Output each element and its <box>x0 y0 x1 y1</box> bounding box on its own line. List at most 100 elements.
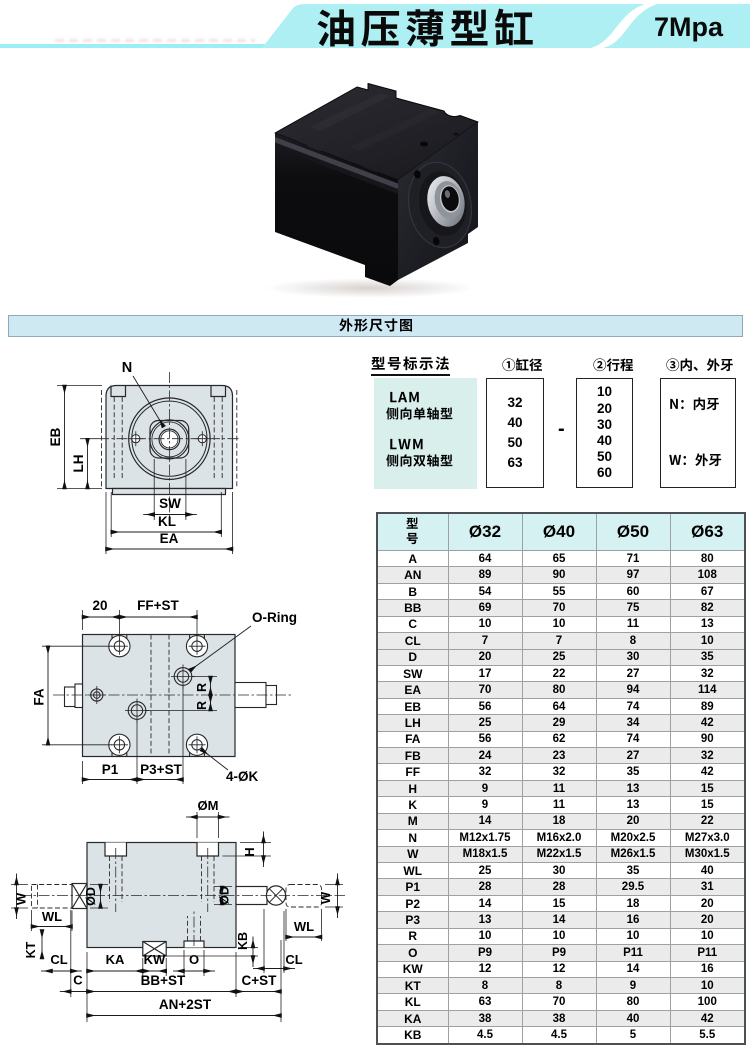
side-label-od2: ØD <box>218 886 232 905</box>
bore-option: 50 <box>507 435 523 450</box>
cjk-glyph <box>400 407 412 420</box>
cjk-glyph <box>361 11 400 47</box>
cjk-glyph <box>384 317 397 332</box>
faint-watermark-row <box>55 39 255 42</box>
dimension-value: 7 <box>521 632 597 650</box>
dimension-value: 10 <box>669 927 746 946</box>
section-bar-label <box>338 317 413 335</box>
front-n-leader <box>132 375 166 429</box>
cjk-glyph <box>435 356 449 371</box>
photo-screw-top <box>414 170 421 179</box>
dimension-value: 27 <box>595 747 671 765</box>
cjk-glyph <box>695 453 709 467</box>
dimension-value: 80 <box>595 993 671 1011</box>
dimension-value: 14 <box>447 812 523 831</box>
side-label-o: O <box>189 952 199 967</box>
dimension-value: 9 <box>595 976 671 995</box>
dimension-label: EA <box>376 681 449 699</box>
dimension-value: 10 <box>447 927 523 946</box>
dimension-label: A <box>376 549 449 568</box>
cjk-glyph <box>398 391 408 403</box>
dimension-value: 10 <box>521 927 597 946</box>
cjk-glyph <box>368 318 383 332</box>
cjk-glyph <box>399 318 412 332</box>
dimension-value: 14 <box>521 911 597 929</box>
side-left-rod-phantom <box>31 884 73 909</box>
dimension-label: LH <box>376 714 449 732</box>
cjk-glyph <box>338 317 353 332</box>
side-label-wl1: WL <box>42 909 62 924</box>
dimension-value: 10 <box>595 927 671 946</box>
dimension-value: 11 <box>521 779 597 798</box>
side-label-cst: C+ST <box>242 973 278 988</box>
cjk-glyph <box>606 358 620 372</box>
dimension-value: 20 <box>595 812 671 831</box>
dimension-label: P2 <box>376 894 449 913</box>
dimension-value: 10 <box>669 976 746 995</box>
top-label-4k: 4-ØK <box>226 769 259 784</box>
cjk-glyph <box>680 358 692 372</box>
dimension-value: 100 <box>669 993 746 1011</box>
dimension-value: 35 <box>595 862 671 880</box>
stroke-option: 20 <box>596 400 613 416</box>
side-label-an: AN+2ST <box>159 997 212 1012</box>
top-label-fa: FA <box>32 688 47 706</box>
cjk-glyph <box>683 456 687 466</box>
photo-top-streak <box>350 109 440 151</box>
cjk-glyph <box>413 455 426 467</box>
dimension-value: 11 <box>521 796 597 814</box>
top-label-r2: R <box>195 701 209 710</box>
header-thin-strip <box>0 44 268 48</box>
dimension-value: 97 <box>595 566 671 584</box>
dimension-value: 4.5 <box>521 1026 597 1045</box>
cjk-glyph <box>386 407 399 420</box>
spec-col-thread <box>666 358 734 374</box>
dimension-value: 22 <box>521 664 597 683</box>
stroke-option: 30 <box>596 416 613 432</box>
dimension-value: 32 <box>669 747 746 765</box>
dimension-value: 9 <box>447 796 523 814</box>
dimension-value: 82 <box>669 599 746 617</box>
cjk-glyph <box>440 454 453 467</box>
front-label-sw: SW <box>159 496 181 511</box>
dimension-value: 25 <box>447 714 523 732</box>
dimension-label: M <box>376 812 449 831</box>
spec-series-0-code <box>389 390 421 407</box>
cjk-glyph <box>406 517 419 529</box>
dimension-value: 56 <box>447 730 523 749</box>
cjk-glyph <box>593 358 607 372</box>
cjk-glyph <box>390 391 397 403</box>
side-key-cross <box>142 940 167 957</box>
dimension-label: D <box>376 648 449 666</box>
spec-title <box>371 356 450 376</box>
dimension-value: 63 <box>447 993 523 1011</box>
column-header-d50: Ø50 <box>595 512 671 551</box>
spec-series-1-code <box>389 437 424 454</box>
dimension-value: M26x1.5 <box>595 845 671 864</box>
dimension-label: KW <box>376 960 449 978</box>
side-label-w2: W <box>318 891 333 904</box>
dimension-value: 75 <box>595 599 671 617</box>
dimension-value: 32 <box>669 664 746 683</box>
model-header-char-bottom <box>378 532 447 547</box>
cjk-glyph <box>390 438 397 450</box>
dimension-value: 15 <box>521 894 597 913</box>
dimension-label: BB <box>376 599 449 617</box>
dimension-value: 13 <box>447 911 523 929</box>
dimension-value: 108 <box>669 566 746 584</box>
dimension-value: M22x1.5 <box>521 845 597 864</box>
cjk-glyph <box>666 358 680 372</box>
dimension-label: CL <box>376 632 449 650</box>
photo-top-streak <box>310 93 390 131</box>
bore-option: 40 <box>507 415 523 430</box>
dimension-value: P9 <box>521 944 597 962</box>
cjk-glyph <box>670 398 678 409</box>
cjk-glyph <box>426 407 439 420</box>
